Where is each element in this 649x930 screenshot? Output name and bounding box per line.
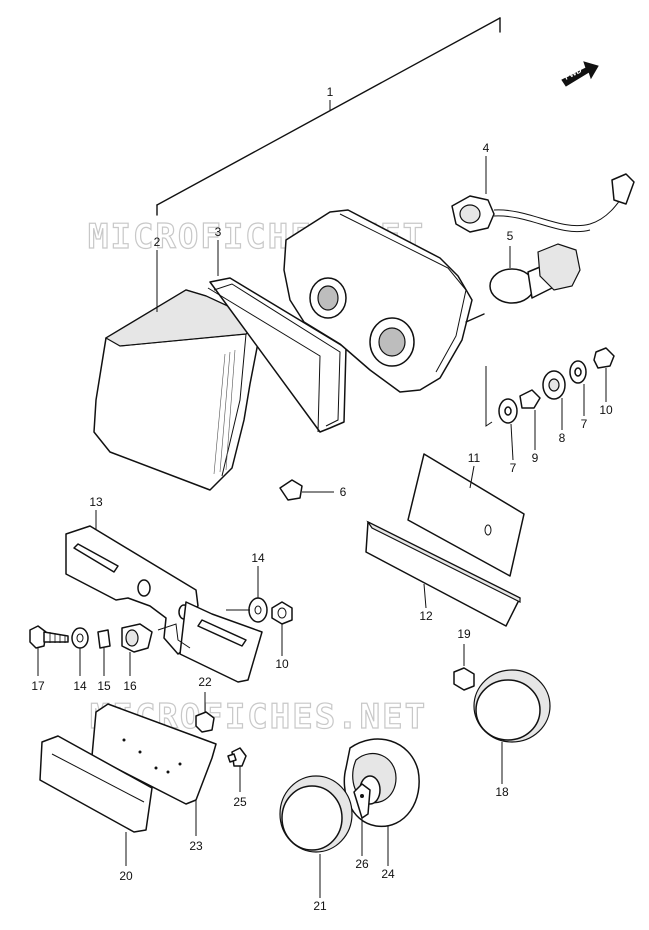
fwd-arrow-icon: FWD (561, 61, 599, 87)
callout-18: 18 (495, 785, 509, 799)
lens-gasket (207, 277, 347, 433)
callout-7-a: 7 (510, 461, 517, 475)
tail-lens (93, 289, 264, 491)
side-nut (453, 644, 475, 691)
bolt-set (29, 623, 153, 676)
marker-bracket (353, 783, 371, 856)
washer-upper (226, 597, 268, 623)
lamp-housing (283, 209, 485, 393)
callout-16: 16 (123, 679, 137, 693)
callout-14-b: 14 (73, 679, 87, 693)
callout-1: 1 (327, 85, 334, 99)
callout-17: 17 (31, 679, 45, 693)
callout-3: 3 (215, 225, 222, 239)
callout-20: 20 (119, 869, 133, 883)
callout-7-b: 7 (581, 417, 588, 431)
callout-11: 11 (468, 451, 481, 465)
callout-8: 8 (559, 431, 566, 445)
callout-26: 26 (355, 857, 369, 871)
clip-nut (279, 479, 334, 501)
callout-13: 13 (89, 495, 103, 509)
bulb-socket (451, 173, 635, 233)
callout-10-a: 10 (599, 403, 613, 417)
callout-4: 4 (483, 141, 490, 155)
callout-19: 19 (457, 627, 471, 641)
side-reflector-lens (473, 669, 551, 784)
callout-labels: 1 2 3 4 5 6 7 7 8 9 10 10 11 12 13 14 14… (31, 85, 613, 913)
callout-10-b: 10 (275, 657, 289, 671)
callout-2: 2 (154, 235, 161, 249)
screw (227, 747, 247, 792)
callout-23: 23 (189, 839, 203, 853)
bulb (489, 243, 581, 304)
callout-22: 22 (198, 675, 212, 689)
license-bracket (65, 525, 263, 683)
callout-25: 25 (233, 795, 247, 809)
reflector-plate (407, 453, 525, 577)
marker-housing (343, 738, 420, 866)
callout-15: 15 (97, 679, 111, 693)
callout-24: 24 (381, 867, 395, 881)
callout-14-a: 14 (251, 551, 265, 565)
rear-reflector (39, 735, 153, 866)
nut-lower (271, 601, 293, 625)
hardware-stack (485, 347, 615, 461)
callout-9: 9 (532, 451, 539, 465)
callout-21: 21 (313, 899, 327, 913)
assembly-bracket (156, 17, 501, 216)
reflector-bar (365, 520, 521, 627)
callout-6: 6 (340, 485, 347, 499)
callout-5: 5 (507, 229, 514, 243)
callout-12: 12 (419, 609, 433, 623)
marker-lens (279, 775, 353, 898)
